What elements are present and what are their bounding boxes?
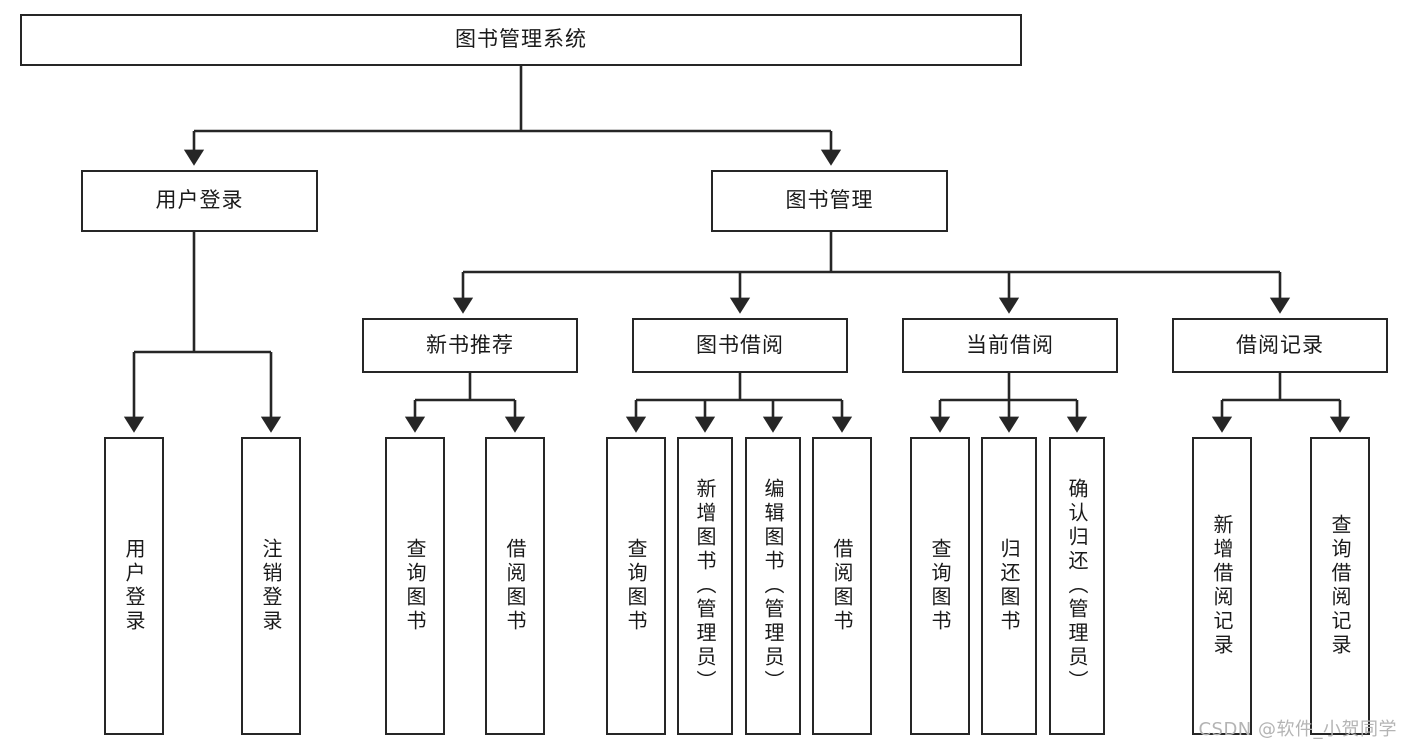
leaf-borrow-book[interactable]: 借阅图书	[812, 437, 872, 735]
node-label: 确认归还（管理员）	[1065, 478, 1089, 694]
leaf-current-query-book[interactable]: 查询图书	[910, 437, 970, 735]
node-label: 借阅图书	[830, 538, 854, 634]
leaf-borrow-query-book[interactable]: 查询图书	[606, 437, 666, 735]
node-new-book-recommend[interactable]: 新书推荐	[362, 318, 578, 373]
node-label: 图书管理	[785, 188, 874, 213]
node-book-management[interactable]: 图书管理	[711, 170, 948, 232]
node-user-login[interactable]: 用户登录	[81, 170, 318, 232]
node-label: 编辑图书（管理员）	[761, 478, 785, 694]
node-label: 新增图书（管理员）	[693, 478, 717, 694]
node-label: 用户登录	[155, 188, 244, 213]
node-label: 图书借阅	[696, 332, 784, 357]
node-label: 注销登录	[259, 538, 283, 634]
node-borrow-record[interactable]: 借阅记录	[1172, 318, 1388, 373]
node-root-system[interactable]: 图书管理系统	[20, 14, 1022, 66]
leaf-current-confirm-return-admin[interactable]: 确认归还（管理员）	[1049, 437, 1105, 735]
node-book-borrow[interactable]: 图书借阅	[632, 318, 848, 373]
leaf-borrow-edit-book-admin[interactable]: 编辑图书（管理员）	[745, 437, 801, 735]
node-label: 查询图书	[624, 538, 648, 634]
node-label: 查询借阅记录	[1328, 514, 1352, 658]
node-label: 新书推荐	[426, 332, 514, 357]
leaf-borrow-add-book-admin[interactable]: 新增图书（管理员）	[677, 437, 733, 735]
node-label: 当前借阅	[966, 332, 1054, 357]
node-label: 归还图书	[997, 538, 1021, 634]
node-label: 借阅图书	[503, 538, 527, 634]
leaf-new-book-borrow[interactable]: 借阅图书	[485, 437, 545, 735]
node-label: 查询图书	[928, 538, 952, 634]
node-label: 图书管理系统	[455, 27, 587, 52]
node-label: 借阅记录	[1236, 332, 1324, 357]
leaf-record-add[interactable]: 新增借阅记录	[1192, 437, 1252, 735]
node-label: 用户登录	[122, 538, 146, 634]
node-label: 新增借阅记录	[1210, 514, 1234, 658]
leaf-user-logout[interactable]: 注销登录	[241, 437, 301, 735]
watermark: CSDN @软件_小贺同学	[1198, 719, 1397, 740]
leaf-new-book-query[interactable]: 查询图书	[385, 437, 445, 735]
leaf-current-return-book[interactable]: 归还图书	[981, 437, 1037, 735]
node-label: 查询图书	[403, 538, 427, 634]
leaf-user-login[interactable]: 用户登录	[104, 437, 164, 735]
node-current-borrow[interactable]: 当前借阅	[902, 318, 1118, 373]
leaf-record-query[interactable]: 查询借阅记录	[1310, 437, 1370, 735]
